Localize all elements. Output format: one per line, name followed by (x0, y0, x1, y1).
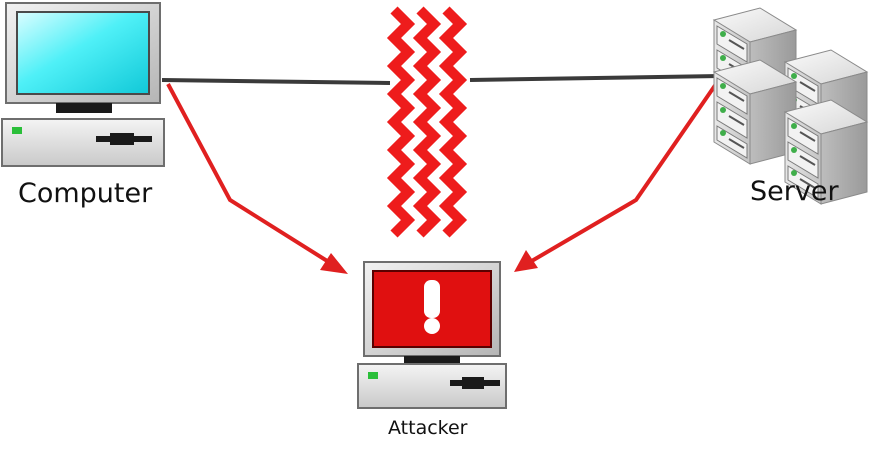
server-label: Server (750, 176, 839, 207)
desktop-computer-icon (1, 2, 165, 167)
arrow-computer-to-attacker (166, 83, 348, 274)
link-computer-barrier (161, 78, 391, 85)
link-barrier-server (469, 74, 721, 82)
zigzag-interference-icon (386, 6, 468, 238)
arrow-server-to-attacker (514, 82, 718, 272)
computer-label: Computer (18, 178, 153, 209)
exclamation-icon (424, 280, 440, 334)
attacker-label: Attacker (388, 417, 468, 439)
server-rack-icon (713, 7, 868, 205)
